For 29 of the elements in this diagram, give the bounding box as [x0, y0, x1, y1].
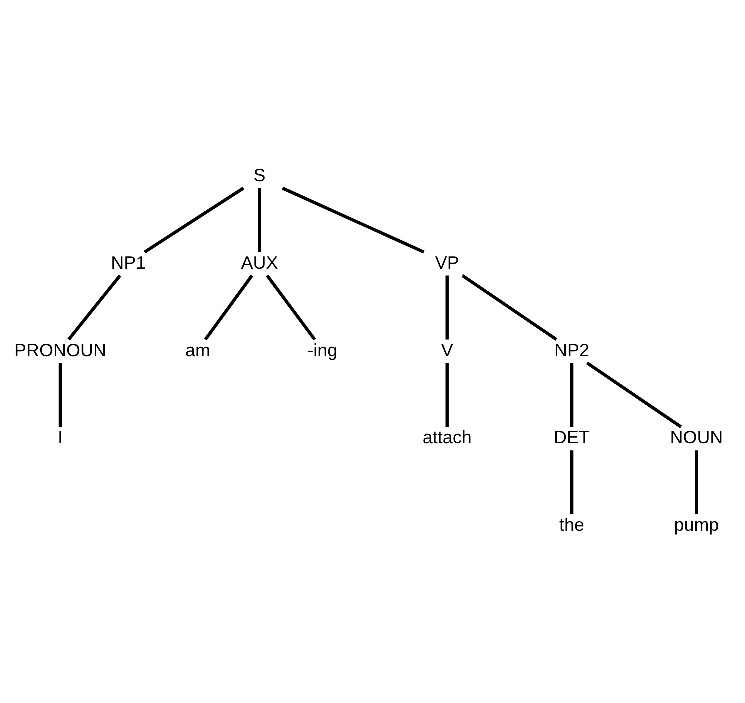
connector — [446, 276, 449, 340]
connector — [258, 188, 262, 252]
connector — [570, 363, 574, 428]
connector — [68, 274, 122, 341]
connector — [58, 363, 62, 428]
connector — [266, 274, 316, 341]
connector — [570, 450, 574, 515]
node-text: -ing — [308, 340, 338, 360]
node-text: DET — [554, 428, 590, 448]
node-text: PRONOUN — [14, 340, 106, 360]
node-text: VP — [435, 252, 460, 273]
node-text: V — [441, 340, 454, 360]
connector — [204, 274, 254, 341]
node-text: I — [58, 428, 64, 448]
connector — [586, 362, 682, 428]
node-text: S — [254, 165, 266, 186]
node-text: pump — [674, 515, 720, 536]
connector — [144, 187, 245, 254]
node-text: attach — [422, 428, 472, 448]
node-text: NOUN — [670, 428, 724, 448]
node-text: am — [186, 340, 211, 360]
connector — [446, 363, 449, 428]
node-text: NP2 — [554, 340, 590, 360]
node-text: NP1 — [111, 252, 146, 273]
connector — [282, 186, 425, 254]
connector — [462, 274, 558, 342]
connector — [695, 450, 698, 515]
node-text: AUX — [241, 252, 278, 273]
node-text: the — [560, 515, 585, 536]
